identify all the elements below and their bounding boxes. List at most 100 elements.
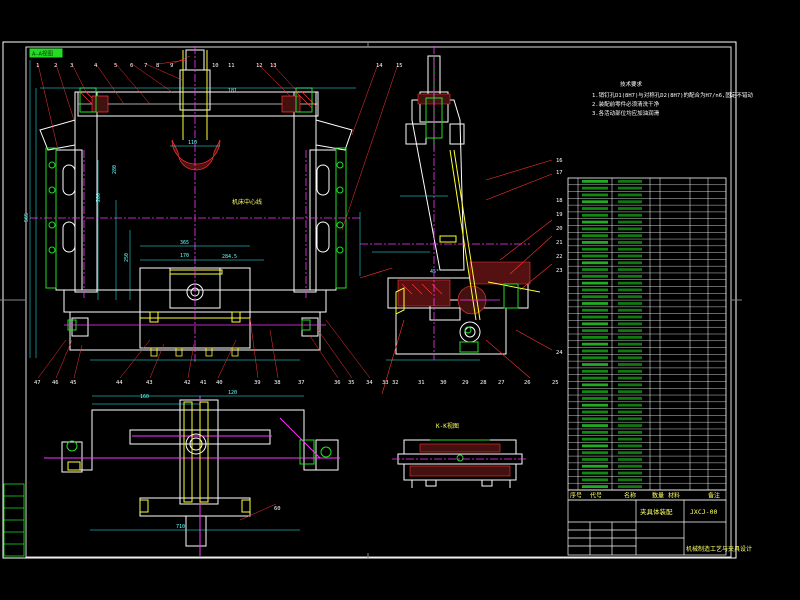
parts-list-name-cell: [618, 336, 642, 339]
parts-list-code-cell: [582, 281, 608, 285]
parts-list-code-cell: [582, 315, 608, 319]
parts-list-name-cell: [618, 376, 642, 380]
svg-text:181: 181: [228, 88, 237, 94]
title-block-title: 夹具体装配: [640, 507, 673, 516]
svg-text:24: 24: [556, 350, 563, 356]
svg-text:13: 13: [270, 63, 277, 69]
parts-list-name-cell: [618, 451, 642, 455]
parts-list-code-cell: [582, 424, 608, 427]
callouts-bottom: 47 46 45 44 43 42 41 40 39 38 37 36 35 3…: [34, 380, 389, 386]
parts-list-name-cell: [618, 397, 642, 400]
parts-list-code-cell: [582, 295, 608, 299]
parts-list-name-cell: [618, 234, 642, 238]
svg-text:47: 47: [34, 380, 41, 386]
svg-text:11: 11: [228, 63, 235, 69]
section-kk-label: K-K视图: [436, 422, 459, 430]
svg-text:20: 20: [556, 226, 563, 232]
parts-list-code-cell: [582, 213, 608, 217]
parts-list-code-cell: [582, 342, 608, 346]
parts-list-code-cell: [582, 268, 608, 271]
parts-list-name-cell: [618, 288, 642, 292]
parts-list-name-cell: [618, 254, 642, 258]
parts-list-name-cell: [618, 302, 642, 305]
svg-text:9: 9: [170, 63, 173, 69]
drawing-frame: [0, 41, 742, 559]
svg-text:18: 18: [556, 198, 563, 204]
parts-list-code-cell: [582, 430, 608, 434]
parts-list-name-cell: [618, 363, 642, 366]
svg-text:565: 565: [24, 213, 30, 222]
svg-text:16: 16: [556, 158, 563, 164]
svg-text:6: 6: [130, 63, 133, 69]
parts-list-code-cell: [582, 356, 608, 360]
parts-list-code-cell: [582, 234, 608, 238]
parts-list-code-cell: [582, 308, 608, 312]
svg-text:170: 170: [180, 253, 189, 259]
parts-list-name-cell: [618, 295, 642, 299]
parts-list-name-cell: [618, 349, 642, 353]
parts-list-code-cell: [582, 207, 608, 210]
parts-list-code-cell: [582, 227, 608, 231]
parts-list-name-cell: [618, 464, 642, 468]
svg-text:14: 14: [376, 63, 383, 69]
svg-text:2: 2: [54, 63, 57, 69]
view-tag: A—A视图: [29, 48, 63, 58]
note-1: 1.销钉孔D1(8H7)与对称孔D2(8H7)的配合为H7/n6,固定不错动: [592, 91, 753, 99]
parts-list-name-cell: [618, 281, 642, 285]
parts-list-name-cell: [618, 342, 642, 346]
parts-list-name-cell: [618, 268, 642, 271]
parts-list-code-cell: [582, 254, 608, 258]
parts-list-code-cell: [582, 485, 608, 488]
parts-list-name-cell: [618, 430, 642, 434]
parts-list-code-cell: [582, 369, 608, 373]
svg-text:31: 31: [418, 380, 425, 386]
parts-list-header: 序号 代号 名称 数量 材料 备注: [567, 489, 727, 501]
parts-list-code-cell: [582, 383, 608, 387]
parts-list-code-cell: [582, 336, 608, 339]
svg-text:37: 37: [298, 380, 305, 386]
view-tag-text: A—A视图: [32, 50, 53, 58]
parts-list-code-cell: [582, 363, 608, 366]
parts-list-name-cell: [618, 437, 642, 441]
parts-list-name-cell: [618, 220, 642, 224]
parts-list-code-cell: [582, 444, 608, 448]
parts-list-code-cell: [582, 437, 608, 441]
svg-text:30: 30: [440, 380, 447, 386]
parts-list-code-cell: [582, 180, 608, 183]
parts-list-code-cell: [582, 417, 608, 421]
parts-list-name-cell: [618, 193, 642, 197]
side-view: [359, 46, 553, 395]
svg-text:19: 19: [556, 212, 563, 218]
svg-text:数量: 数量: [652, 492, 664, 500]
parts-list-name-cell: [618, 180, 642, 183]
svg-text:17: 17: [556, 170, 563, 176]
parts-list-name-cell: [618, 478, 642, 482]
parts-list-code-cell: [582, 220, 608, 224]
svg-text:42: 42: [184, 380, 191, 386]
svg-text:25: 25: [552, 380, 559, 386]
svg-text:43: 43: [146, 380, 153, 386]
svg-text:250: 250: [124, 253, 130, 262]
svg-text:28: 28: [480, 380, 487, 386]
svg-text:160: 160: [140, 394, 149, 400]
parts-list-name-cell: [618, 458, 642, 461]
svg-text:284.5: 284.5: [222, 254, 237, 260]
parts-list-name-cell: [618, 369, 642, 373]
parts-list-code-cell: [582, 241, 608, 244]
parts-list-name-cell: [618, 241, 642, 244]
parts-list-code-cell: [582, 464, 608, 468]
parts-list-code-cell: [582, 247, 608, 251]
svg-text:45: 45: [70, 380, 77, 386]
svg-text:365: 365: [180, 240, 189, 246]
parts-list-code-cell: [582, 390, 608, 394]
parts-list-code-cell: [582, 274, 608, 278]
svg-text:21: 21: [556, 240, 563, 246]
parts-list-name-cell: [618, 390, 642, 394]
svg-text:200: 200: [96, 193, 102, 202]
svg-text:110: 110: [188, 140, 197, 146]
svg-text:10: 10: [212, 63, 219, 69]
callouts-top: 1 2 3 4 5 6 7 8 9 10 11 12 13 14 15: [36, 63, 403, 69]
parts-list-name-cell: [618, 383, 642, 387]
svg-text:4: 4: [94, 63, 98, 69]
